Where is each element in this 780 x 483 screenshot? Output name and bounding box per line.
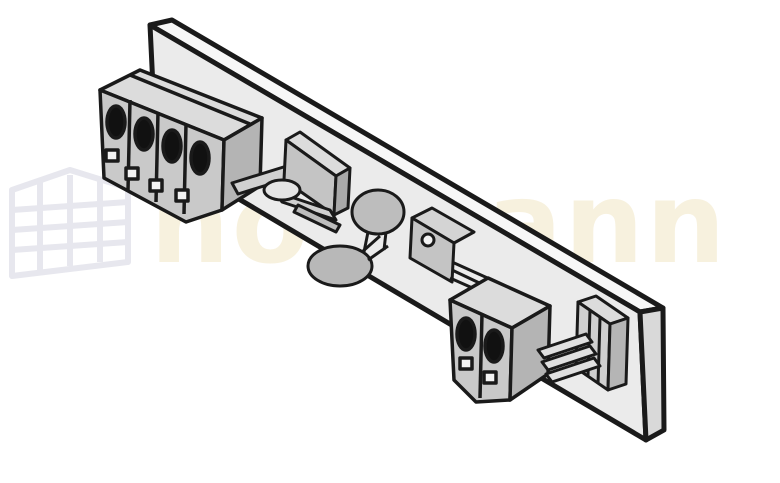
four-pole-terminal-block [98, 68, 264, 224]
voltage-regulator-to220 [408, 206, 493, 296]
two-pole-terminal-block [448, 276, 552, 404]
relay-bracket [230, 130, 352, 234]
house-gate-logo-icon [9, 167, 131, 279]
pin-header-connector [536, 294, 630, 392]
ceramic-capacitor-oval [306, 234, 389, 288]
